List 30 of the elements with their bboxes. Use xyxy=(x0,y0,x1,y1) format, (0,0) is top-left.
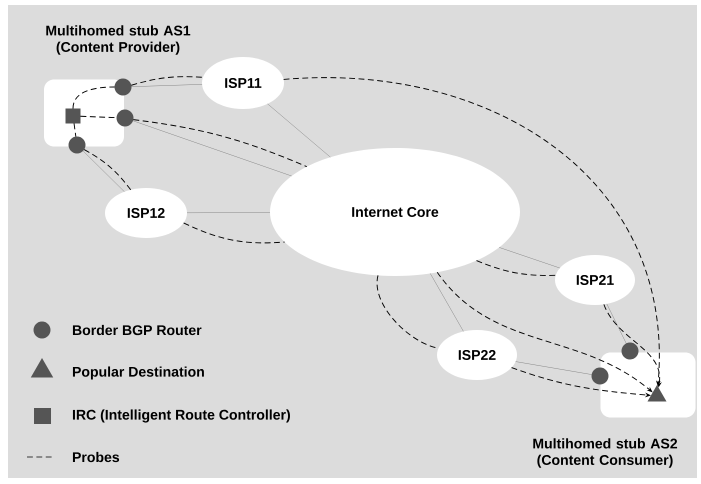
link-line xyxy=(430,273,464,332)
probe-line xyxy=(132,119,308,168)
controller-square xyxy=(66,108,80,124)
probe-line xyxy=(183,222,286,244)
probe-line xyxy=(130,76,204,86)
link-line xyxy=(606,304,626,344)
legend-text: Border BGP Router xyxy=(72,324,202,336)
router-circle xyxy=(622,342,638,360)
link-line xyxy=(82,150,125,192)
probe-line xyxy=(72,86,115,109)
link-line xyxy=(515,361,592,375)
link-line xyxy=(186,212,270,214)
router-circle xyxy=(592,368,608,384)
link-line xyxy=(131,84,202,87)
router-circle xyxy=(114,78,132,96)
probe-line xyxy=(74,123,76,138)
network-heading: Multihomed stub AS1 (Content Provider) xyxy=(46,25,190,55)
legend-text: Probes xyxy=(72,452,120,462)
link-line xyxy=(267,104,331,158)
probe-line xyxy=(84,149,132,190)
router-circle xyxy=(116,110,134,126)
probe-line xyxy=(80,116,117,118)
legend-text: IRC (Intelligent Route Controller) xyxy=(72,409,290,423)
legend-text: Popular Destination xyxy=(72,366,204,380)
destination-triangle xyxy=(647,384,667,402)
router-circle xyxy=(68,136,86,154)
probe-line xyxy=(476,260,556,276)
network-heading: Multihomed stub AS2 (Content Consumer) xyxy=(533,438,678,468)
link-line xyxy=(498,247,560,268)
link-line xyxy=(132,120,292,176)
